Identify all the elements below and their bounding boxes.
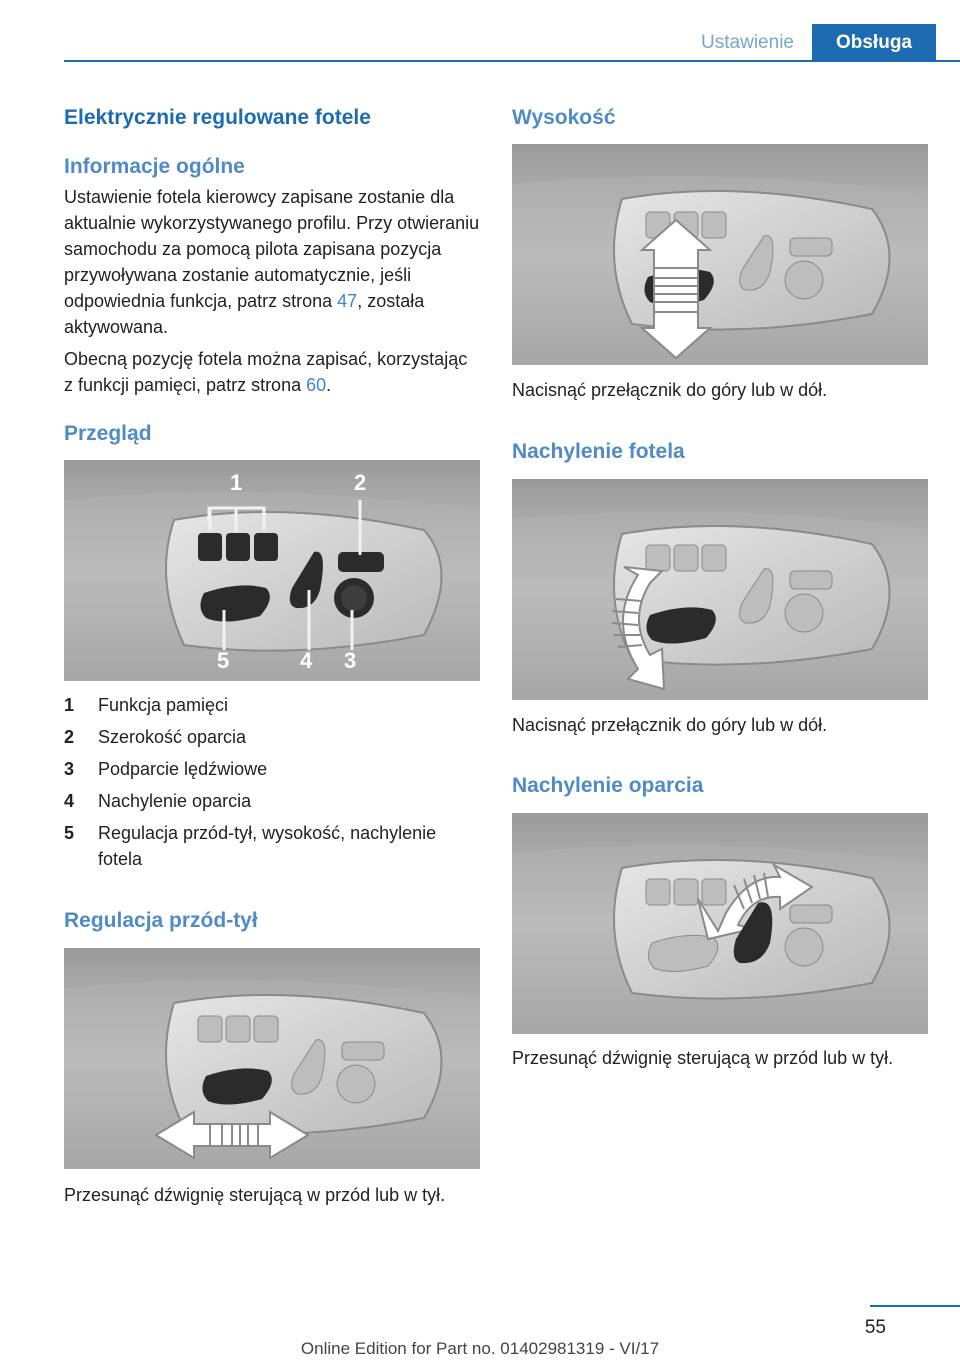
general-p2-tail: . bbox=[326, 375, 332, 395]
callout-3: 3 bbox=[344, 648, 356, 673]
height-text: Nacisnąć przełącznik do góry lub w dół. bbox=[512, 380, 828, 400]
legend-number: 1 bbox=[64, 695, 75, 715]
legend-item: 1 Funkcja pamięci bbox=[64, 692, 480, 718]
tilt-text: Nacisnąć przełącznik do góry lub w dół. bbox=[512, 715, 828, 735]
backrest-width-switch bbox=[338, 552, 384, 572]
seat-adjust-switch bbox=[646, 607, 716, 644]
general-paragraph-2: Obecną pozycję fotela można zapisać, kor… bbox=[64, 346, 480, 398]
backrest-tilt-lever bbox=[289, 551, 323, 609]
fore-aft-heading: Regulacja przód-tył bbox=[64, 909, 258, 932]
header-chapter-tab[interactable]: Obsługa bbox=[811, 24, 936, 60]
backrest-arrow bbox=[697, 862, 814, 941]
legend-item: 4 Nachylenie oparcia bbox=[64, 788, 480, 814]
backrest-heading: Nachylenie oparcia bbox=[512, 774, 704, 797]
height-heading: Wysokość bbox=[512, 106, 616, 129]
page-number: 55 bbox=[864, 1317, 886, 1338]
legend-item: 3 Podparcie lędźwiowe bbox=[64, 756, 480, 782]
seat-adjust-switch bbox=[200, 585, 270, 622]
callout-4: 4 bbox=[300, 648, 313, 673]
callout-1: 1 bbox=[230, 470, 242, 495]
backrest-text: Przesunąć dźwignię sterującą w przód lub… bbox=[512, 1048, 894, 1068]
general-p1-text: Ustawienie fotela kierowcy zapisane zost… bbox=[64, 187, 480, 311]
backrest-tilt-image bbox=[512, 813, 928, 1034]
seat-adjust-switch bbox=[202, 1068, 272, 1105]
overview-heading: Przegląd bbox=[64, 422, 152, 445]
memory-button-3 bbox=[254, 533, 278, 561]
general-paragraph-1: Ustawienie fotela kierowcy zapisane zost… bbox=[64, 184, 480, 340]
legend-number: 4 bbox=[64, 791, 75, 811]
header-tabs: Ustawienie Obsługa bbox=[683, 24, 936, 60]
fore-aft-adjust-image bbox=[64, 948, 480, 1169]
legend-number: 2 bbox=[64, 727, 75, 747]
tilt-heading: Nachylenie fotela bbox=[512, 440, 685, 463]
footer-rule bbox=[870, 1305, 960, 1307]
legend-text: Szerokość oparcia bbox=[98, 727, 247, 747]
legend-text: Regulacja przód-tył, wysokość, nachyleni… bbox=[98, 823, 437, 869]
memory-button-1 bbox=[198, 533, 222, 561]
page-link-60[interactable]: 60 bbox=[306, 375, 327, 395]
legend-item: 2 Szerokość oparcia bbox=[64, 724, 480, 750]
height-adjust-image bbox=[512, 144, 928, 365]
legend-item: 5 Regulacja przód-tył, wysokość, nachyle… bbox=[64, 820, 480, 872]
legend-text: Podparcie lędźwiowe bbox=[98, 759, 268, 779]
general-p2-text: Obecną pozycję fotela można zapisać, kor… bbox=[64, 349, 468, 395]
fore-aft-text: Przesunąć dźwignię sterującą w przód lub… bbox=[64, 1185, 446, 1205]
legend-number: 5 bbox=[64, 823, 75, 843]
general-p1-tail: , została aktywowana. bbox=[64, 291, 425, 337]
height-arrow bbox=[639, 218, 713, 360]
legend-text: Funkcja pamięci bbox=[98, 695, 229, 715]
callout-5: 5 bbox=[217, 648, 229, 673]
section-title: Elektrycznie regulowane fotele bbox=[64, 106, 371, 129]
legend-text: Nachylenie oparcia bbox=[98, 791, 252, 811]
header-section-tab[interactable]: Ustawienie bbox=[683, 24, 812, 60]
seat-tilt-image bbox=[512, 479, 928, 700]
page-link-47[interactable]: 47 bbox=[337, 291, 358, 311]
legend-number: 3 bbox=[64, 759, 75, 779]
footer-edition: Online Edition for Part no. 01402981319 … bbox=[300, 1339, 660, 1358]
callout-2: 2 bbox=[354, 470, 366, 495]
header-rule bbox=[64, 60, 960, 62]
memory-button-2 bbox=[226, 533, 250, 561]
overview-seat-controls-image: 1 2 3 4 5 bbox=[64, 460, 480, 681]
legend-list: 1 Funkcja pamięci 2 Szerokość oparcia 3 … bbox=[64, 692, 480, 878]
backrest-tilt-lever bbox=[733, 902, 773, 964]
general-heading: Informacje ogólne bbox=[64, 155, 245, 178]
